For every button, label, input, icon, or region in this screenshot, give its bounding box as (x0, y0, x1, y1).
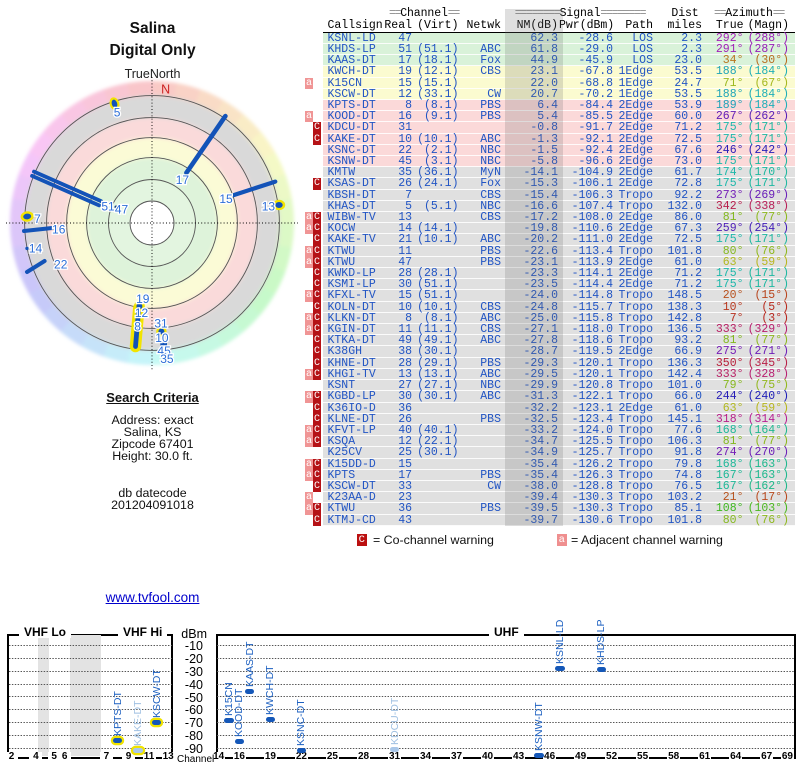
svg-text:8: 8 (134, 319, 141, 333)
svg-text:15: 15 (219, 192, 233, 206)
svg-text:N: N (161, 83, 170, 97)
svg-text:13: 13 (262, 200, 276, 214)
svg-text:31: 31 (154, 317, 168, 331)
svg-text:5: 5 (114, 106, 121, 120)
svg-text:10: 10 (155, 331, 169, 345)
svg-text:35: 35 (160, 352, 174, 366)
svg-text:7: 7 (34, 212, 41, 226)
svg-text:17: 17 (176, 173, 190, 187)
svg-text:51: 51 (101, 200, 115, 214)
svg-text:19: 19 (136, 292, 150, 306)
svg-text:45: 45 (157, 344, 171, 358)
svg-text:22: 22 (54, 257, 68, 271)
svg-text:47: 47 (115, 203, 129, 217)
svg-text:16: 16 (52, 223, 66, 237)
svg-text:12: 12 (135, 306, 149, 320)
svg-text:14: 14 (29, 242, 43, 256)
